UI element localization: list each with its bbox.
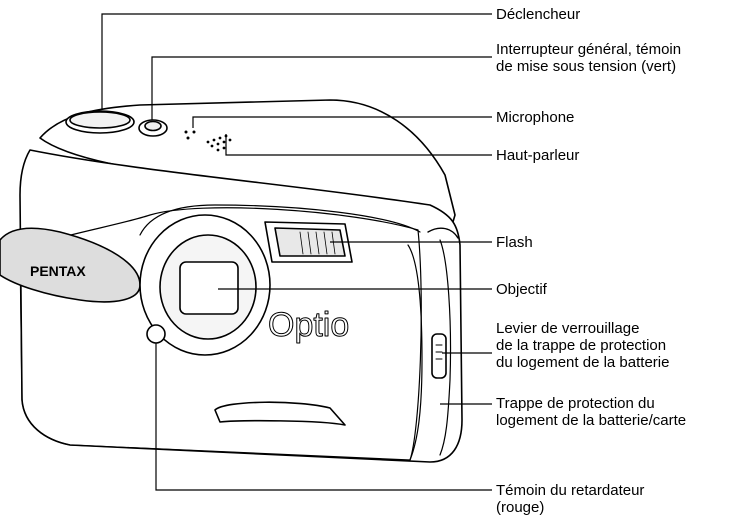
label-speaker: Haut-parleur [496, 147, 580, 164]
label-power: Interrupteur général, témoin de mise sou… [496, 41, 682, 75]
leader-shutter [101, 13, 492, 110]
bottom-slot [214, 401, 346, 426]
label-self-timer: Témoin du retardateur (rouge) [496, 482, 645, 516]
strap-hook [427, 227, 459, 239]
label-lock-lever: Levier de verrouillage de la trappe de p… [496, 320, 670, 371]
leader-power [151, 56, 492, 120]
lock-lever [431, 333, 447, 379]
speaker-holes [206, 134, 232, 152]
leader-microphone [192, 116, 492, 128]
self-timer-lamp [146, 324, 166, 344]
pentax-logo: PENTAX [30, 263, 86, 279]
label-battery-cover: Trappe de protection du logement de la b… [496, 395, 687, 429]
label-shutter: Déclencheur [496, 6, 581, 23]
leader-speaker [225, 134, 492, 156]
label-flash: Flash [496, 234, 533, 251]
camera-side-edge [439, 239, 452, 456]
label-lens: Objectif [496, 281, 547, 298]
lens-window [179, 261, 239, 315]
camera-front-panel [19, 207, 422, 461]
camera-side-contour [407, 244, 423, 461]
camera-panel-curve [139, 204, 421, 236]
optio-logo: Optio [268, 306, 349, 344]
label-microphone: Microphone [496, 109, 575, 126]
leader-self-timer [155, 343, 492, 491]
microphone-holes [184, 130, 196, 140]
